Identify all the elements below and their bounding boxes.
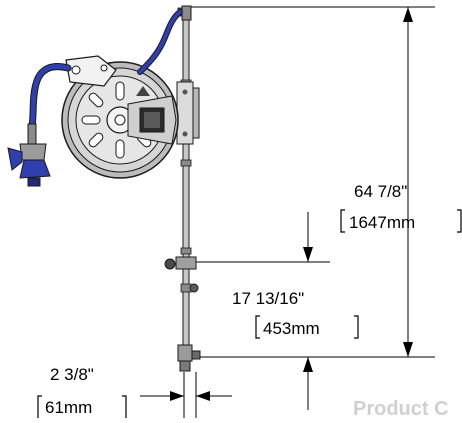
spray-valve bbox=[7, 123, 51, 187]
offset-imperial: 2 3/8" bbox=[50, 365, 94, 384]
bottom-elbow bbox=[179, 360, 191, 372]
watermark-text: Product C bbox=[353, 398, 449, 418]
spray-valve-handle bbox=[7, 147, 23, 171]
reel-spring-cover bbox=[144, 112, 160, 128]
spray-valve-body bbox=[19, 143, 47, 161]
wall-bracket bbox=[176, 81, 200, 145]
top-elbow bbox=[181, 5, 192, 21]
reel-slot bbox=[88, 132, 104, 148]
arrow-right-offset bbox=[170, 391, 184, 401]
arrow-up-bottom bbox=[303, 357, 313, 372]
dimension-arrowheads bbox=[170, 7, 413, 401]
overall-height-imperial: 64 7/8" bbox=[354, 182, 407, 201]
bracket-bolt bbox=[182, 131, 188, 137]
mid-valve-body bbox=[175, 256, 197, 270]
overall-height-metric: 1647mm bbox=[349, 213, 415, 232]
supply-hose bbox=[138, 10, 182, 74]
mount-height-metric: 453mm bbox=[263, 319, 320, 338]
bottom-inlet bbox=[191, 350, 201, 360]
reel-slot bbox=[81, 115, 101, 125]
guide-pin bbox=[100, 64, 108, 72]
spray-nozzle bbox=[27, 177, 41, 187]
mid-valve-handle bbox=[164, 258, 176, 270]
offset-metric-bracket-right bbox=[122, 395, 127, 418]
pipe-coupling bbox=[180, 247, 192, 255]
arrow-down-mid bbox=[303, 247, 313, 262]
riser-pipe bbox=[164, 5, 201, 372]
pipe-coupling bbox=[180, 159, 192, 167]
bottom-tee bbox=[177, 344, 193, 362]
reel-lock-tab bbox=[136, 86, 150, 96]
lower-fitting-knob bbox=[189, 283, 199, 293]
offset-metric: 61mm bbox=[45, 398, 92, 417]
riser-pipe-body bbox=[182, 15, 190, 363]
arrow-left-offset bbox=[196, 391, 210, 401]
guide-roller bbox=[71, 65, 81, 75]
mount-height-imperial: 17 13/16" bbox=[232, 289, 304, 308]
arrow-up-top bbox=[403, 7, 413, 22]
hose-reel bbox=[61, 55, 179, 179]
reel-slot bbox=[115, 139, 125, 159]
mount-metric-bracket-left bbox=[255, 315, 260, 339]
offset-metric-bracket-left bbox=[37, 395, 42, 418]
reel-axle bbox=[114, 114, 126, 126]
hose-guide bbox=[65, 55, 117, 87]
spray-hose bbox=[29, 64, 71, 129]
arrow-down-bottom bbox=[403, 342, 413, 357]
reel-slot bbox=[88, 92, 104, 108]
hoses bbox=[28, 9, 183, 130]
overall-metric-bracket-left bbox=[340, 209, 345, 233]
spray-valve-head bbox=[19, 159, 51, 179]
mount-metric-bracket-right bbox=[354, 315, 359, 339]
spray-valve-stem bbox=[27, 123, 37, 145]
bracket-bolt bbox=[182, 89, 188, 95]
reel-slot bbox=[115, 81, 125, 101]
overall-metric-bracket-right bbox=[457, 209, 462, 233]
bracket-flange bbox=[192, 87, 200, 139]
